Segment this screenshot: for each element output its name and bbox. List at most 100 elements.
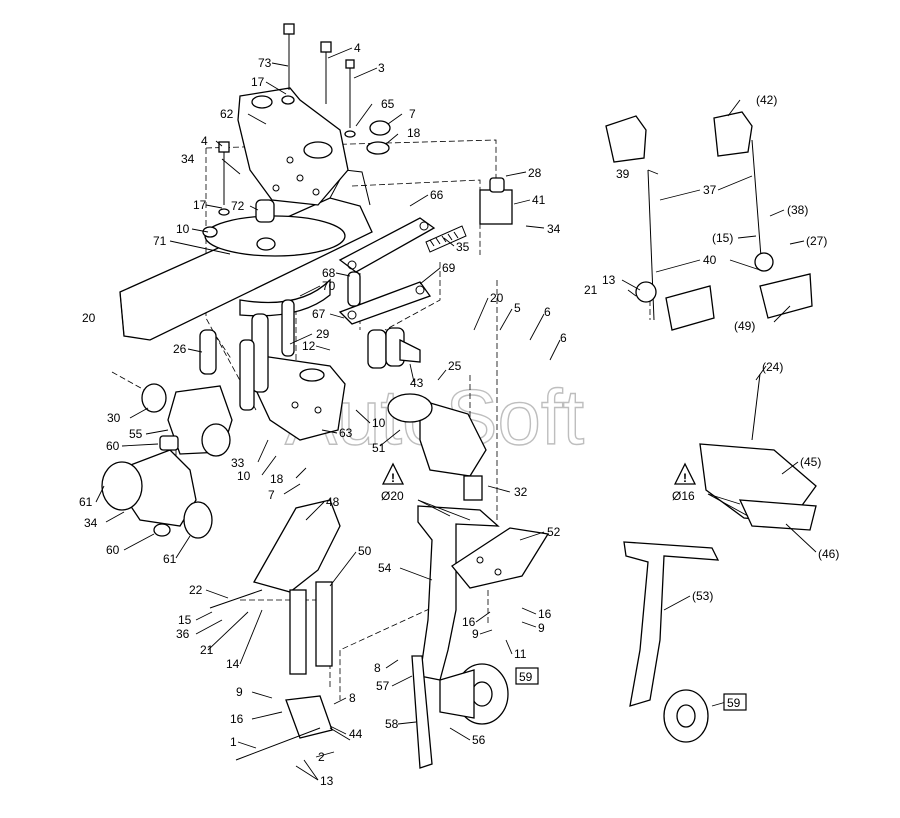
callout-c21b: 21 [584, 283, 598, 297]
callout-c13a: 13 [320, 774, 334, 788]
callout-c61a: 61 [79, 495, 93, 509]
pins [199, 299, 421, 411]
callout-c16c: 16 [230, 712, 244, 726]
callout-c57: 57 [376, 679, 390, 693]
hub-left [439, 663, 509, 725]
callout-c18b: 18 [270, 472, 284, 486]
callout-c10c: 10 [237, 469, 251, 483]
callout-c70: 70 [322, 279, 336, 293]
callout-c58: 58 [385, 717, 399, 731]
callout-c46: (46) [818, 547, 839, 561]
callout-c42: (42) [756, 93, 777, 107]
callout-c28: 28 [528, 166, 542, 180]
callout-c6b: 6 [560, 331, 567, 345]
callout-c71: 71 [153, 234, 167, 248]
callout-c52: 52 [547, 525, 561, 539]
callout-c40: 40 [703, 253, 717, 267]
warning-left-label: Ø20 [381, 489, 404, 503]
warning-right-symbol: ! [683, 471, 687, 485]
callout-c37: 37 [703, 183, 717, 197]
callout-c8a: 8 [374, 661, 381, 675]
callout-c44: 44 [349, 727, 363, 741]
callout-c10a: 10 [176, 222, 190, 236]
callout-c24: (24) [762, 360, 783, 374]
callout-c34b: 34 [547, 222, 561, 236]
clamp-parts [209, 499, 433, 769]
link-arms [338, 177, 513, 325]
warning-right-label: Ø16 [672, 489, 695, 503]
callout-c30: 30 [107, 411, 121, 425]
callout-c60a: 60 [106, 439, 120, 453]
callout-c29: 29 [316, 327, 330, 341]
callout-c49: (49) [734, 319, 755, 333]
callout-c45: (45) [800, 455, 821, 469]
callout-c68: 68 [322, 266, 336, 280]
callout-c34c: 34 [84, 516, 98, 530]
callout-c20a: 20 [490, 291, 504, 305]
callout-c14: 14 [226, 657, 240, 671]
callout-c3: 3 [378, 61, 385, 75]
callout-c41: 41 [532, 193, 546, 207]
callout-c11: 11 [514, 647, 527, 661]
callout-c9a: 9 [472, 627, 479, 641]
callout-c33: 33 [231, 456, 245, 470]
warning-icon-right: ! Ø16 [672, 462, 697, 503]
hinge-bracket [255, 355, 346, 441]
callout-c39: 39 [616, 167, 630, 181]
callout-c59a: 59 [519, 670, 533, 684]
callout-c16b: 16 [538, 607, 552, 621]
callout-c26: 26 [173, 342, 187, 356]
top-bracket [237, 87, 349, 206]
callout-c4a: 4 [354, 41, 361, 55]
callout-c69: 69 [442, 261, 456, 275]
callout-c36: 36 [176, 627, 190, 641]
callout-c50: 50 [358, 544, 372, 558]
callout-c4b: 4 [201, 134, 208, 148]
callout-c73: 73 [258, 56, 272, 70]
callout-c35: 35 [456, 240, 470, 254]
callout-c63: 63 [339, 426, 353, 440]
callout-c7a: 7 [409, 107, 416, 121]
bolts-top [202, 23, 391, 238]
callout-c9b: 9 [538, 621, 545, 635]
callout-c12: 12 [302, 339, 316, 353]
callout-c32: 32 [514, 485, 528, 499]
callout-c7b: 7 [268, 488, 275, 502]
leader-lines [95, 47, 817, 781]
callout-c54: 54 [378, 561, 392, 575]
callout-c56: 56 [472, 733, 486, 747]
warning-icon-left: ! Ø20 [381, 462, 405, 503]
drawbar-left [387, 393, 550, 681]
turntable-plate [204, 215, 346, 317]
callout-c6a: 6 [544, 305, 551, 319]
callout-c55: 55 [129, 427, 143, 441]
callout-c8b: 8 [349, 691, 356, 705]
chain-assembly [605, 111, 813, 331]
callout-c67: 67 [312, 307, 326, 321]
callout-c25: 25 [448, 359, 462, 373]
callout-c5: 5 [514, 301, 521, 315]
callout-c10b: 10 [372, 416, 386, 430]
callout-c53: (53) [692, 589, 713, 603]
callout-c16a: 16 [462, 615, 476, 629]
callout-c27: (27) [806, 234, 827, 248]
callout-c2: 2 [318, 750, 325, 764]
callout-c21a: 21 [200, 643, 214, 657]
callout-c59b: 59 [727, 696, 741, 710]
callout-c38: (38) [787, 203, 808, 217]
callout-c60b: 60 [106, 543, 120, 557]
callout-c34a: 34 [181, 152, 195, 166]
callout-c20b: 20 [82, 311, 96, 325]
callout-c22: 22 [189, 583, 203, 597]
callout-c17b: 17 [193, 198, 207, 212]
callout-c62: 62 [220, 107, 234, 121]
drawbar-right [623, 373, 817, 743]
callout-c65: 65 [381, 97, 395, 111]
boxed-callouts [515, 667, 747, 711]
warning-left-symbol: ! [391, 471, 395, 485]
callout-c66: 66 [430, 188, 444, 202]
callout-c51: 51 [372, 441, 386, 455]
axle-housing [101, 383, 233, 539]
